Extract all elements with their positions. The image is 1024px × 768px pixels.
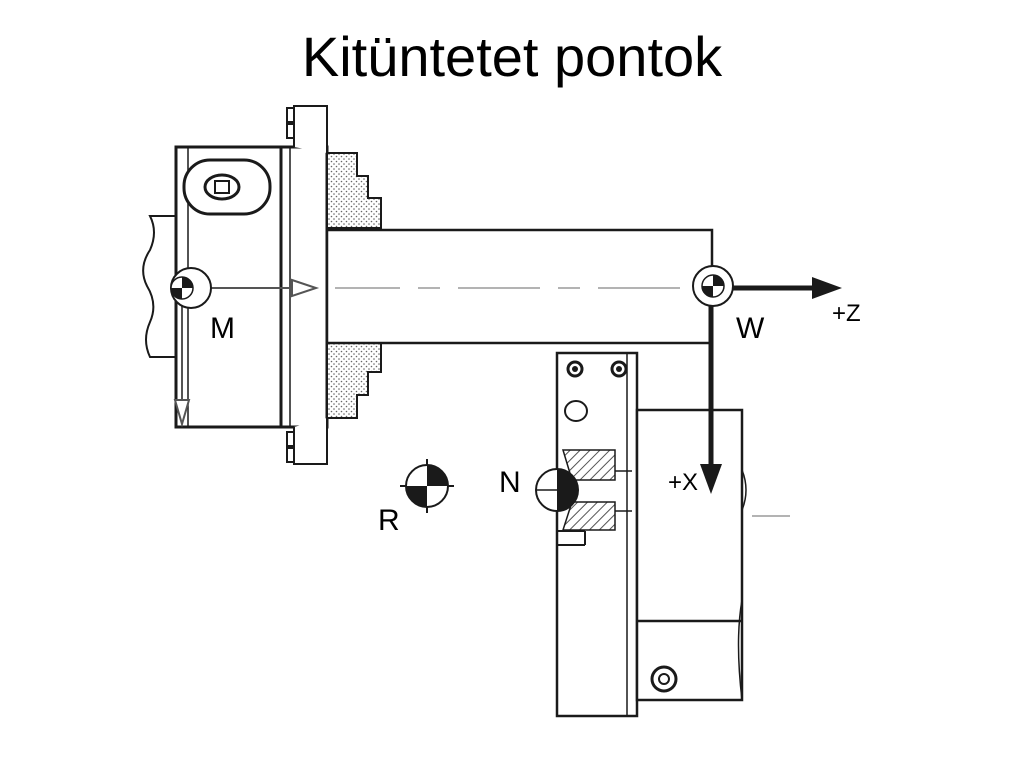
spindle-stub: [142, 215, 181, 358]
tool-holder: [555, 351, 639, 718]
workpiece: [325, 228, 714, 345]
tool-insert: [561, 449, 616, 481]
cross-slide: [635, 408, 747, 702]
slide-title: Kitüntetet pontok: [301, 25, 723, 88]
label-reference-point: R: [378, 504, 400, 537]
workpiece-zero-symbol: [692, 265, 734, 307]
upper-jaw: [286, 105, 382, 229]
tool-point-symbol: [535, 468, 579, 512]
label-tool-point: N: [499, 466, 521, 499]
label-axis-x: +X: [668, 469, 698, 496]
label-workpiece-zero: W: [736, 312, 765, 345]
label-machine-zero: M: [210, 312, 235, 345]
lower-jaw: [286, 342, 382, 465]
machine-zero-symbol: [170, 267, 212, 309]
label-axis-z: +Z: [832, 300, 861, 327]
reference-point-symbol: [400, 459, 454, 513]
